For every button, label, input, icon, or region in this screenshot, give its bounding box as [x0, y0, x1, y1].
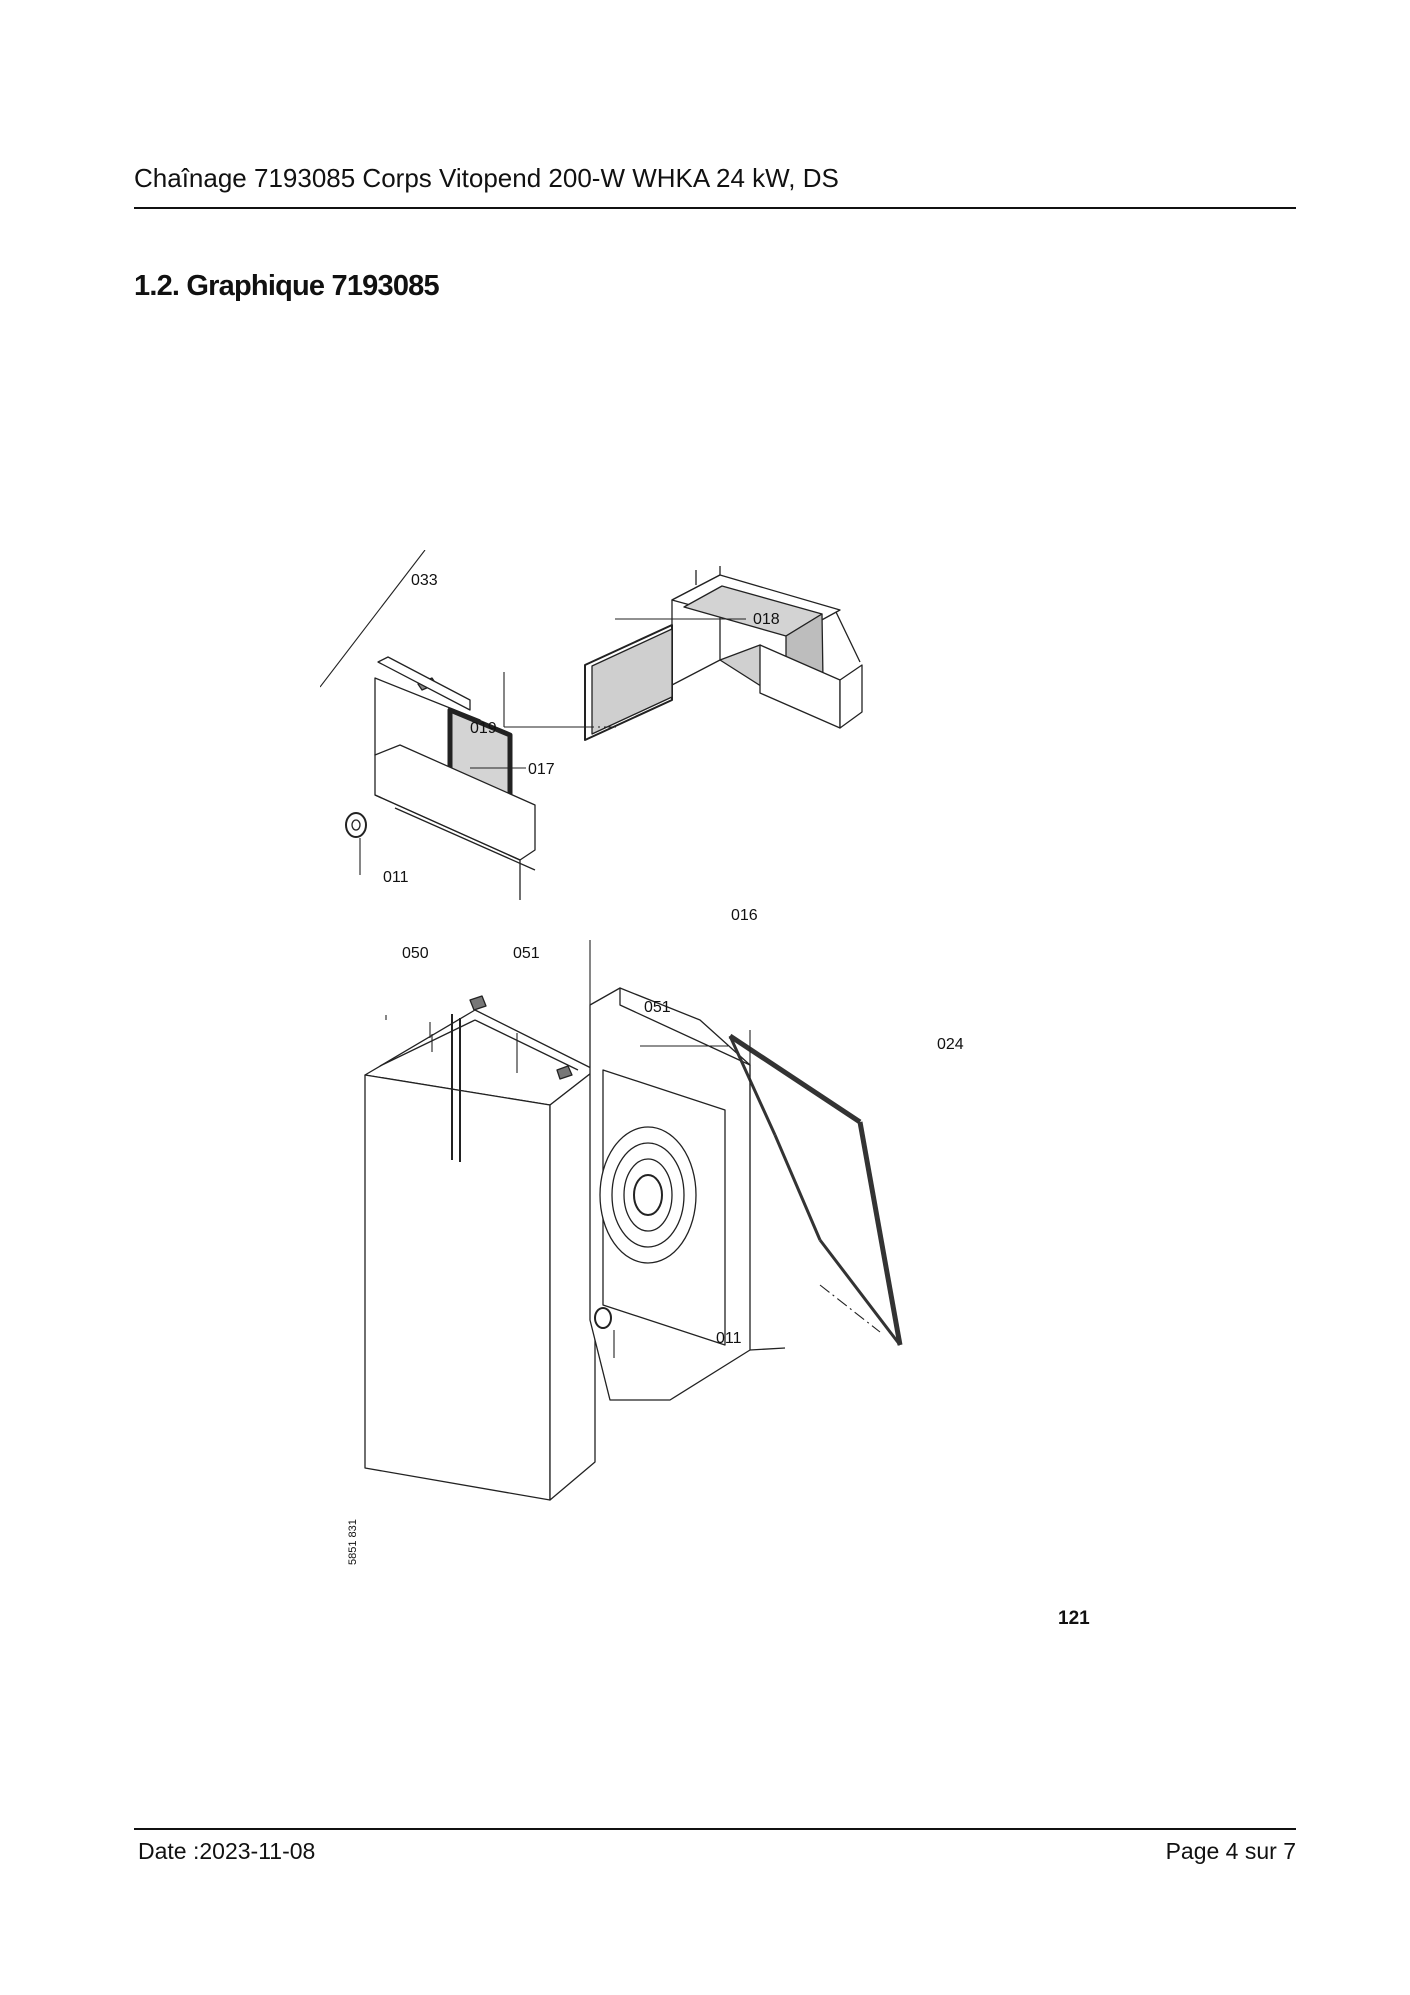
callout-018: 018: [753, 611, 780, 628]
exploded-parts-diagram: 033 018 019 017 016 011 050 051 051 024 …: [319, 549, 1120, 1650]
part-016-front-panel: [589, 987, 786, 1401]
callout-024: 024: [937, 1036, 964, 1053]
section-title: 1.2. Graphique 7193085: [134, 270, 440, 302]
callout-011-top: 011: [383, 869, 409, 886]
part-018-housing-frame: [671, 566, 863, 729]
footer-page-number: Page 4 sur 7: [1165, 1838, 1296, 1864]
drawing-id: 5851 831: [347, 1519, 359, 1565]
callout-051-left: 051: [513, 945, 540, 962]
callout-016: 016: [731, 907, 758, 924]
part-017-insulation-panel: [374, 656, 536, 900]
callout-050: 050: [402, 945, 429, 962]
callout-033: 033: [411, 572, 438, 589]
header-divider: [134, 207, 1296, 209]
footer-divider: [134, 1828, 1296, 1830]
figure-number: 121: [1058, 1608, 1090, 1629]
part-011-grommet-right: [594, 1307, 612, 1329]
footer-date: Date :2023-11-08: [138, 1838, 316, 1864]
part-051-clips: [469, 995, 573, 1080]
document-header-title: Chaînage 7193085 Corps Vitopend 200-W WH…: [134, 163, 839, 193]
leader-lines: [319, 549, 881, 1358]
part-011-grommet-left: [345, 812, 367, 838]
callout-019: 019: [470, 720, 497, 737]
exploded-view-drawing: 033 018 019 017 016 011 050 051 051 024 …: [319, 549, 1090, 1629]
part-019-side-panel: [584, 624, 673, 741]
callout-051-right: 051: [644, 999, 671, 1016]
callout-011-bottom: 011: [716, 1330, 742, 1347]
callout-017: 017: [528, 761, 555, 778]
part-024-gasket-set: [728, 1033, 903, 1346]
part-050-outer-casing: [364, 1009, 596, 1501]
